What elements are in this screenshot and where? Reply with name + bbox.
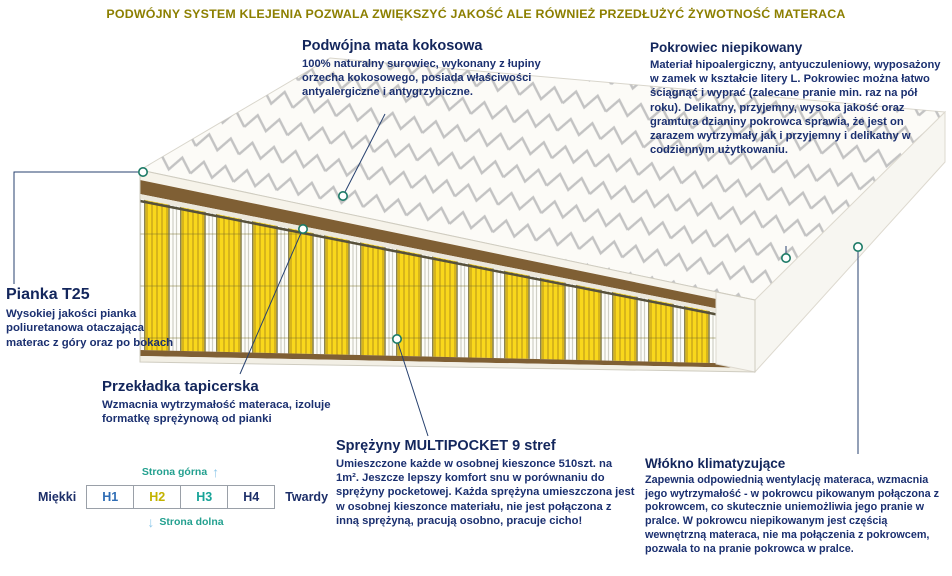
top-side-text: Strona górna <box>141 465 208 478</box>
hard-label: Twardy <box>285 490 329 504</box>
annotation-fiber-body: Zapewnia odpowiednią wentylację materaca… <box>645 474 939 555</box>
cover-right-overlay <box>715 291 756 373</box>
annotation-coconut-title: Podwójna mata kokosowa <box>302 38 483 54</box>
hardness-level-h4: H4 <box>243 490 260 504</box>
hardness-level-h2: H2 <box>134 486 182 508</box>
connector-dots <box>138 167 863 344</box>
hardness-level-h1: H1 <box>87 486 135 508</box>
annotation-foam-title: Pianka T25 <box>6 286 90 303</box>
connector-dot-cover <box>780 253 791 264</box>
foam-bottom-layer <box>140 356 755 372</box>
mattress-front-cutaway <box>139 169 756 373</box>
annotation-cover-body: Materiał hipoalergiczny, antyuczuleniowy… <box>650 59 941 157</box>
connector-lines <box>13 113 859 454</box>
annotation-springs-title: Sprężyny MULTIPOCKET 9 stref <box>336 438 556 454</box>
annotation-coconut-mat: Podwójna mata kokosowa 100% naturalny su… <box>302 38 570 100</box>
connector-dot-springs <box>391 333 402 344</box>
annotation-cover: Pokrowiec niepikowany Materiał hipoalerg… <box>650 40 948 158</box>
annotation-foam-body: Wysokiej jakości pianka poliuretanowa ot… <box>6 308 174 349</box>
hardness-row: Miękki H1 H2 H3 H4 Twardy <box>18 485 348 509</box>
up-arrow-icon: ↑ <box>212 464 220 480</box>
connector-foam <box>13 171 138 284</box>
connector-dot-foam <box>138 167 149 178</box>
annotation-springs-body: Umieszczone każde w osobnej kieszonce 51… <box>336 458 635 527</box>
annotation-climate-fiber: Włókno klimatyzujące Zapewnia odpowiedni… <box>645 456 948 556</box>
spacer-layer <box>140 194 755 320</box>
annotation-spacer-title: Przekładka tapicerska <box>102 378 259 395</box>
connector-coconut <box>344 113 386 193</box>
annotation-multipocket-springs: Sprężyny MULTIPOCKET 9 stref Umieszczone… <box>336 438 636 528</box>
connector-dot-spacer <box>297 224 308 235</box>
annotation-cover-title: Pokrowiec niepikowany <box>650 40 803 55</box>
coconut-bottom-layer <box>140 350 755 368</box>
connector-spacer <box>239 232 302 375</box>
hardness-level-h3: H3 <box>181 486 229 508</box>
connector-dot-fiber <box>852 242 863 253</box>
hardness-levels-box: H1 H2 H3 H4 <box>86 485 276 509</box>
hardness-scale: Strona górna↑ Miękki H1 H2 H3 H4 Twardy … <box>18 464 348 530</box>
annotation-foam-t25: Pianka T25 Wysokiej jakości pianka poliu… <box>6 286 178 350</box>
bottom-side-text: Strona dolna <box>159 515 224 528</box>
soft-label: Miękki <box>37 490 77 504</box>
page-title: PODWÓJNY SYSTEM KLEJENIA POZWALA ZWIĘKSZ… <box>106 7 846 21</box>
annotation-upholstery-spacer: Przekładka tapicerska Wzmacnia wytrzymał… <box>102 378 376 427</box>
pocket-springs-layer <box>140 199 755 364</box>
front-face-outline <box>139 169 756 373</box>
bottom-side-label: ↓ Strona dolna <box>18 514 348 530</box>
annotation-fiber-title: Włókno klimatyzujące <box>645 456 786 471</box>
springs-top-edge <box>139 199 756 324</box>
connector-springs <box>397 342 429 437</box>
down-arrow-icon: ↓ <box>147 514 155 530</box>
coconut-mat-layer <box>140 180 755 316</box>
foam-layer <box>140 170 755 307</box>
top-side-label: Strona górna ↑ <box>18 464 348 480</box>
annotation-coconut-body: 100% naturalny surowiec, wykonany z łupi… <box>302 58 541 99</box>
connector-dot-coconut <box>337 191 348 202</box>
annotation-spacer-body: Wzmacnia wytrzymałość materaca, izoluje … <box>102 399 331 426</box>
